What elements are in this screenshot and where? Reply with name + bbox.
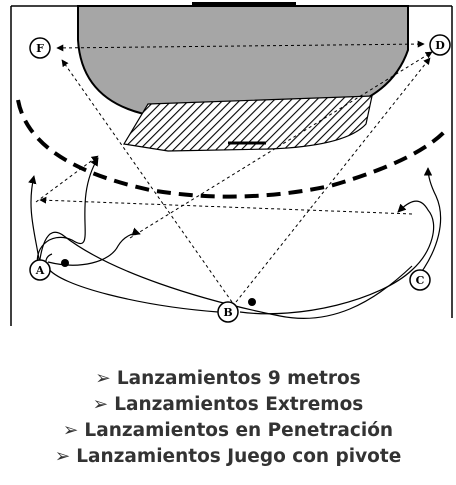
bullet-text: Lanzamientos Juego con pivote	[76, 446, 402, 467]
movement-path-c-arc	[413, 167, 442, 283]
bullet-arrow-icon: ➢	[54, 446, 71, 467]
player-b: B	[217, 301, 239, 323]
pass-arrow-b-to-d	[235, 57, 431, 303]
bullet-text: Lanzamientos 9 metros	[116, 368, 361, 389]
pass-arrow-c-to-a	[39, 196, 413, 215]
player-a-label: A	[35, 264, 45, 277]
player-c: C	[409, 269, 431, 291]
player-f-label: F	[36, 42, 44, 55]
bullet-item: ➢Lanzamientos Juego con pivote	[0, 444, 456, 470]
pass-arrow-a-to-center	[35, 155, 99, 203]
ball-b	[248, 298, 256, 306]
player-f-circle	[29, 37, 51, 59]
movement-path-c-loop	[45, 253, 219, 313]
player-a-circle	[29, 259, 51, 281]
ball-a	[61, 259, 69, 267]
player-d: D	[429, 34, 451, 56]
pass-arrow-a-to-d	[129, 51, 433, 239]
bullet-arrow-icon: ➢	[92, 394, 109, 415]
movement-path-a-cut	[47, 227, 141, 266]
player-f: F	[29, 37, 51, 59]
pass-arrow-f-to-d	[56, 40, 425, 52]
court-diagram: F D A B C	[10, 2, 453, 326]
defensive-zone-hatched	[123, 95, 373, 152]
movement-path-a	[36, 157, 99, 273]
player-b-label: B	[223, 306, 232, 319]
movement-path-b-to-c	[239, 200, 435, 315]
player-a: A	[29, 259, 51, 281]
free-throw-line-9m	[16, 99, 450, 199]
movement-path-loop-a	[37, 231, 413, 320]
player-c-label: C	[416, 274, 425, 287]
player-b-circle	[217, 301, 239, 323]
bullet-item: ➢Lanzamientos Extremos	[0, 392, 456, 418]
bullet-arrow-icon: ➢	[62, 420, 79, 441]
bullet-item: ➢Lanzamientos 9 metros	[0, 366, 456, 392]
bullet-item: ➢Lanzamientos en Penetración	[0, 418, 456, 444]
movement-path-a-wing	[28, 175, 41, 267]
bullet-text: Lanzamientos Extremos	[114, 394, 364, 415]
player-c-circle	[409, 269, 431, 291]
bullet-text: Lanzamientos en Penetración	[84, 420, 394, 441]
shot-types-list: ➢Lanzamientos 9 metros ➢Lanzamientos Ext…	[0, 366, 456, 470]
pass-arrow-b-to-f	[61, 59, 233, 303]
player-d-circle	[429, 34, 451, 56]
bullet-arrow-icon: ➢	[95, 368, 111, 389]
player-d-label: D	[435, 39, 445, 52]
